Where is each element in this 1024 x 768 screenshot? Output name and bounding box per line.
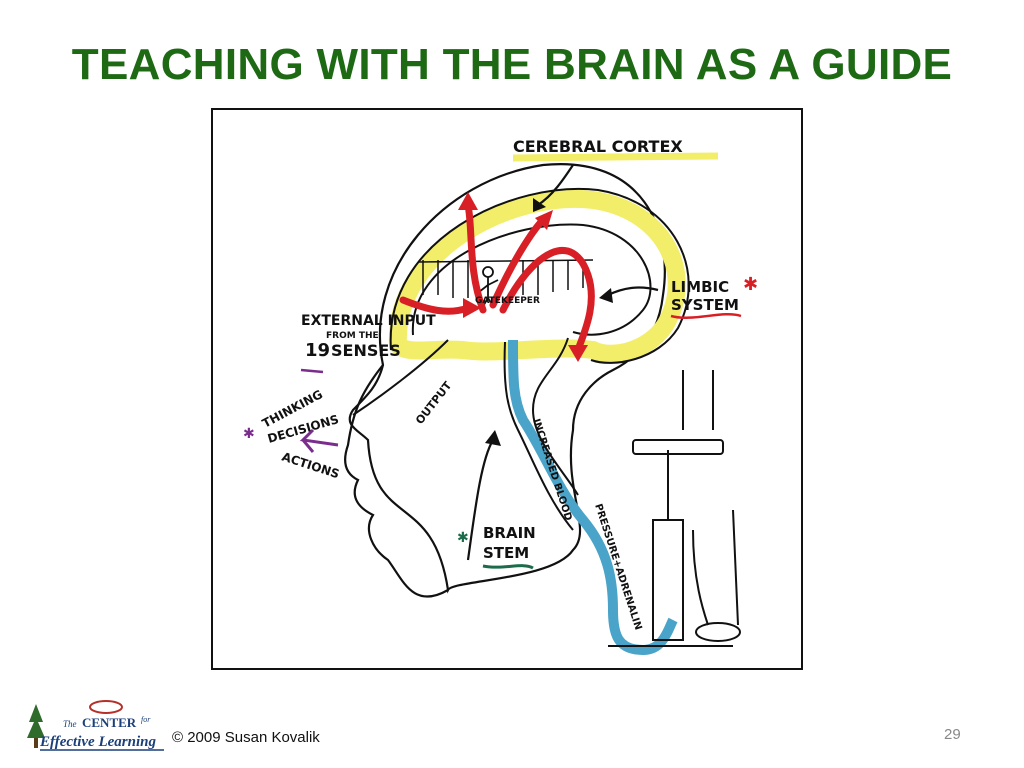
logo-effective-learning: Effective Learning: [39, 734, 156, 750]
logo-banner: [89, 700, 123, 714]
slide-title: TEACHING WITH THE BRAIN AS A GUIDE: [71, 40, 953, 89]
cortex-outline: [389, 187, 690, 364]
actions-arrow: [299, 428, 339, 453]
brain-stem-arrow: [466, 439, 494, 561]
output-arrow: [352, 339, 449, 416]
label-external-input: EXTERNAL INPUT: [301, 313, 436, 329]
logo-the: The: [63, 719, 77, 729]
shoe: [695, 622, 741, 642]
logo-center: CENTER: [82, 715, 137, 730]
label-actions: ACTIONS: [280, 450, 341, 482]
label-senses-number: 19: [305, 340, 330, 361]
label-stem: STEM: [483, 544, 529, 562]
label-cerebral-cortex: CEREBRAL CORTEX: [513, 137, 683, 156]
cortex-arrow: [537, 164, 574, 206]
label-from-the: FROM THE: [326, 331, 379, 341]
brain-illustration: CEREBRAL CORTEX LIMBIC SYSTEM ✱ GATEKEEP…: [211, 108, 803, 670]
limbic-star: ✱: [743, 274, 758, 294]
cortex-band: [388, 189, 686, 363]
stem-underline: [482, 564, 534, 570]
brain-stem-star: ✱: [457, 529, 469, 545]
label-limbic: LIMBIC: [671, 278, 729, 296]
brain-stem-path: [508, 339, 678, 656]
copyright-text: © 2009 Susan Kovalik: [172, 729, 320, 746]
red-arrowheads: [458, 192, 588, 362]
legs: [682, 370, 739, 626]
head-outline: [348, 162, 666, 594]
pump: [608, 439, 733, 647]
senses-underline: [300, 368, 324, 374]
logo-for: for: [141, 715, 151, 724]
page-number: 29: [944, 726, 961, 743]
label-senses: SENSES: [331, 341, 401, 360]
system-underline: [670, 313, 742, 319]
label-gatekeeper: GATEKEEPER: [475, 296, 540, 306]
label-system: SYSTEM: [671, 296, 739, 314]
tree-icon: [27, 704, 45, 748]
limbic-arrow: [607, 286, 659, 296]
thinking-star: ✱: [243, 425, 255, 441]
label-output: OUTPUT: [413, 379, 455, 427]
red-arrows: [399, 201, 595, 354]
center-effective-learning-logo: The CENTER for Effective Learning: [26, 700, 176, 754]
face-profile: [344, 364, 449, 598]
brain-drawing: CEREBRAL CORTEX LIMBIC SYSTEM ✱ GATEKEEP…: [243, 137, 758, 656]
limbic-inner: [411, 223, 652, 336]
label-brain: BRAIN: [483, 524, 536, 542]
brain-stem-outline: [503, 341, 574, 531]
cortex-underline: [512, 152, 719, 162]
